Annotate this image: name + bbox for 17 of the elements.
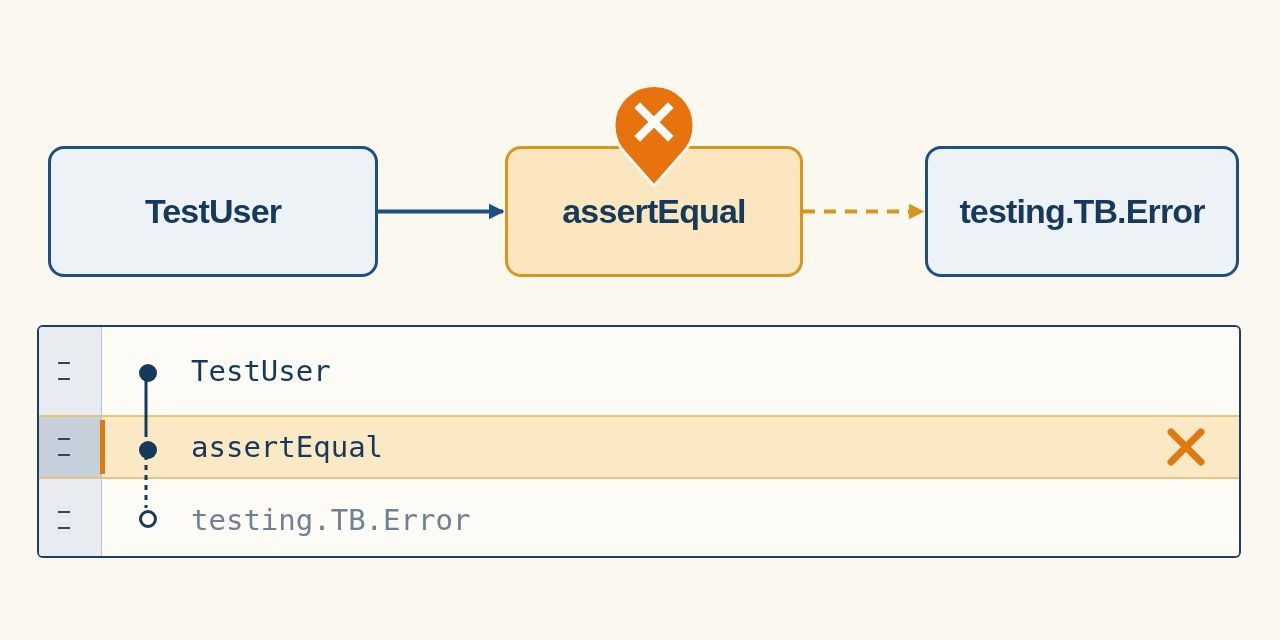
failing-call-box <box>505 146 803 277</box>
trace-line <box>144 380 148 437</box>
trace-step-text: TestUser <box>191 356 331 386</box>
trace-step-text: testing.TB.Error <box>191 505 471 534</box>
call-label: TestUser <box>144 191 282 232</box>
arrow <box>803 203 925 220</box>
trace-row <box>39 479 1239 556</box>
call-box <box>48 146 378 277</box>
arrow <box>378 203 505 220</box>
call-box <box>925 146 1239 277</box>
trace-row <box>39 327 1239 415</box>
highlighted-trace-row <box>39 415 1239 479</box>
call-label: assertEqual <box>562 191 746 232</box>
trace-step-text: assertEqual <box>191 432 384 462</box>
call-label: testing.TB.Error <box>959 191 1205 232</box>
trace-panel <box>37 325 1241 558</box>
trace-line <box>144 455 148 508</box>
